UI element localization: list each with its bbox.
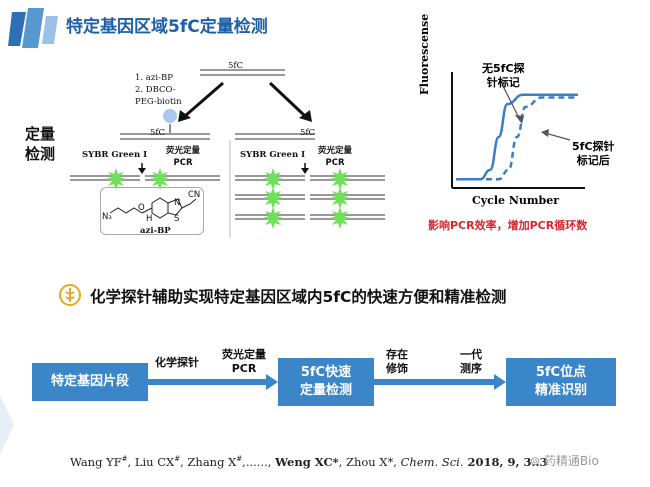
fluorescence-star-icon — [106, 168, 126, 190]
wechat-icon: ⊚ — [530, 454, 541, 468]
citation: Wang YF#, Liu CX#, Zhang X#,......, Weng… — [70, 455, 548, 469]
arrow-left — [184, 81, 224, 118]
page-title: 特定基因区域5fC定量检测 — [66, 17, 268, 37]
chart-note: 影响PCR效率，增加PCR循环数 — [428, 219, 588, 232]
cite-ellipsis: ,......, — [242, 455, 276, 469]
flow-label-probe: 化学探针 — [155, 356, 199, 369]
flow-label-qpcr-line1: 荧光定量 — [222, 348, 266, 361]
side-label-line1: 定量 — [25, 125, 56, 143]
chart-ylabel: Fluorescense — [418, 13, 431, 95]
azi-bp-box — [100, 187, 204, 235]
cite-sup-3: # — [236, 455, 243, 464]
fluorescence-star-icon — [263, 168, 283, 190]
struct-h: H — [146, 214, 153, 224]
side-label: 定量 检测 — [25, 124, 55, 164]
pcr-chart — [451, 72, 585, 189]
struct-cn: CN — [188, 190, 201, 200]
struct-o: O — [138, 203, 145, 213]
flow-box-quant-text: 5fC快速 定量检测 — [300, 364, 352, 400]
watermark-text: 药精通Bio — [543, 454, 599, 468]
flow-box-gene: 特定基因片段 — [32, 363, 148, 401]
watermark: ⊚ 药精通Bio — [530, 452, 599, 469]
qpcr-left: 荧光定量 PCR — [166, 145, 200, 169]
cite-author-corr-2: , Zhou X*, — [338, 455, 401, 469]
detection-schematic — [70, 69, 385, 238]
side-label-line2: 检测 — [25, 145, 56, 163]
flow-label-mod: 存在 修饰 — [386, 348, 408, 376]
chart-xlabel: Cycle Number — [472, 194, 560, 207]
label-5fc-right: 5fC — [300, 128, 316, 138]
flow-label-qpcr: 荧光定量 PCR — [222, 348, 266, 376]
flow-label-mod-line2: 修饰 — [386, 362, 408, 375]
struct-s: S — [174, 214, 180, 224]
flow-label-seq: 一代 测序 — [460, 348, 482, 376]
cite-sup-2: # — [174, 455, 181, 464]
qpcr-left-line2: PCR — [173, 158, 193, 168]
cite-author-2: , Liu CX — [127, 455, 175, 469]
flow-label-qpcr-line2: PCR — [231, 362, 257, 375]
label-probe: 5fC探针 标记后 — [572, 140, 615, 168]
flow-box-quant-line2: 定量检测 — [299, 383, 352, 398]
cite-sup-1: # — [121, 455, 128, 464]
curve-labeled — [456, 96, 578, 181]
sybr-left: SYBR Green I — [82, 150, 148, 160]
label-no-probe: 无5fC探 针标记 — [482, 62, 525, 90]
fluorescence-star-icon — [263, 187, 283, 209]
struct-n: N — [174, 198, 181, 208]
headline: 化学探针辅助实现特定基因区域内5fC的快速方便和精准检测 — [90, 288, 507, 306]
label-no-probe-line1: 无5fC探 — [482, 62, 525, 75]
fluorescence-star-icon — [263, 207, 283, 229]
qpcr-left-line1: 荧光定量 — [166, 146, 201, 156]
dna-top — [200, 69, 285, 76]
flow-box-quant: 5fC快速 定量检测 — [278, 358, 374, 406]
flow-box-site: 5fC位点 精准识别 — [506, 358, 616, 406]
step-1: 1. azi-BP — [135, 73, 173, 83]
flow-box-quant-line1: 5fC快速 — [300, 365, 352, 380]
cite-author-3: , Zhang X — [180, 455, 237, 469]
azi-label: azi-BP — [140, 226, 171, 236]
flow-label-seq-line1: 一代 — [460, 348, 482, 361]
label-5fc-left: 5fC — [150, 128, 166, 138]
flow-box-site-line2: 精准识别 — [534, 383, 587, 398]
arrow-right — [268, 81, 307, 118]
step-3: PEG-biotin — [135, 97, 182, 107]
flow-label-mod-line1: 存在 — [386, 348, 408, 361]
footer-decoration — [0, 395, 14, 455]
header-decoration — [8, 8, 58, 48]
label-probe-line2: 标记后 — [576, 154, 610, 167]
flow-arrow-2 — [374, 374, 506, 390]
fluorescence-star-icon — [150, 168, 170, 190]
label-5fc-top: 5fC — [228, 61, 244, 71]
azi-bp-structure — [109, 197, 197, 219]
cite-journal: Chem. Sci. — [400, 455, 464, 469]
flow-box-site-text: 5fC位点 精准识别 — [535, 364, 587, 400]
label-probe-line1: 5fC探针 — [572, 140, 615, 153]
bullet-icon — [59, 284, 81, 306]
qpcr-right-line2: PCR — [325, 158, 345, 168]
flow-box-site-line1: 5fC位点 — [535, 365, 587, 380]
cite-author-corr-1: Weng XC* — [275, 455, 339, 469]
biotin-probe-icon — [163, 109, 177, 123]
fluorescence-star-icon — [330, 187, 350, 209]
qpcr-right: 荧光定量 PCR — [318, 145, 352, 169]
step-2: 2. DBCO- — [135, 85, 176, 95]
flow-label-seq-line2: 测序 — [460, 362, 482, 375]
sybr-right: SYBR Green I — [240, 150, 306, 160]
fluorescence-star-icon — [330, 168, 350, 190]
fluorescence-star-icon — [330, 207, 350, 229]
flow-arrow-1 — [148, 374, 278, 390]
struct-n3: N₃ — [102, 212, 112, 222]
cite-year: 2018, 9, 3..3 — [463, 455, 548, 469]
qpcr-right-line1: 荧光定量 — [318, 146, 353, 156]
cite-author-1: Wang YF — [70, 455, 122, 469]
label-no-probe-line2: 针标记 — [486, 76, 520, 89]
